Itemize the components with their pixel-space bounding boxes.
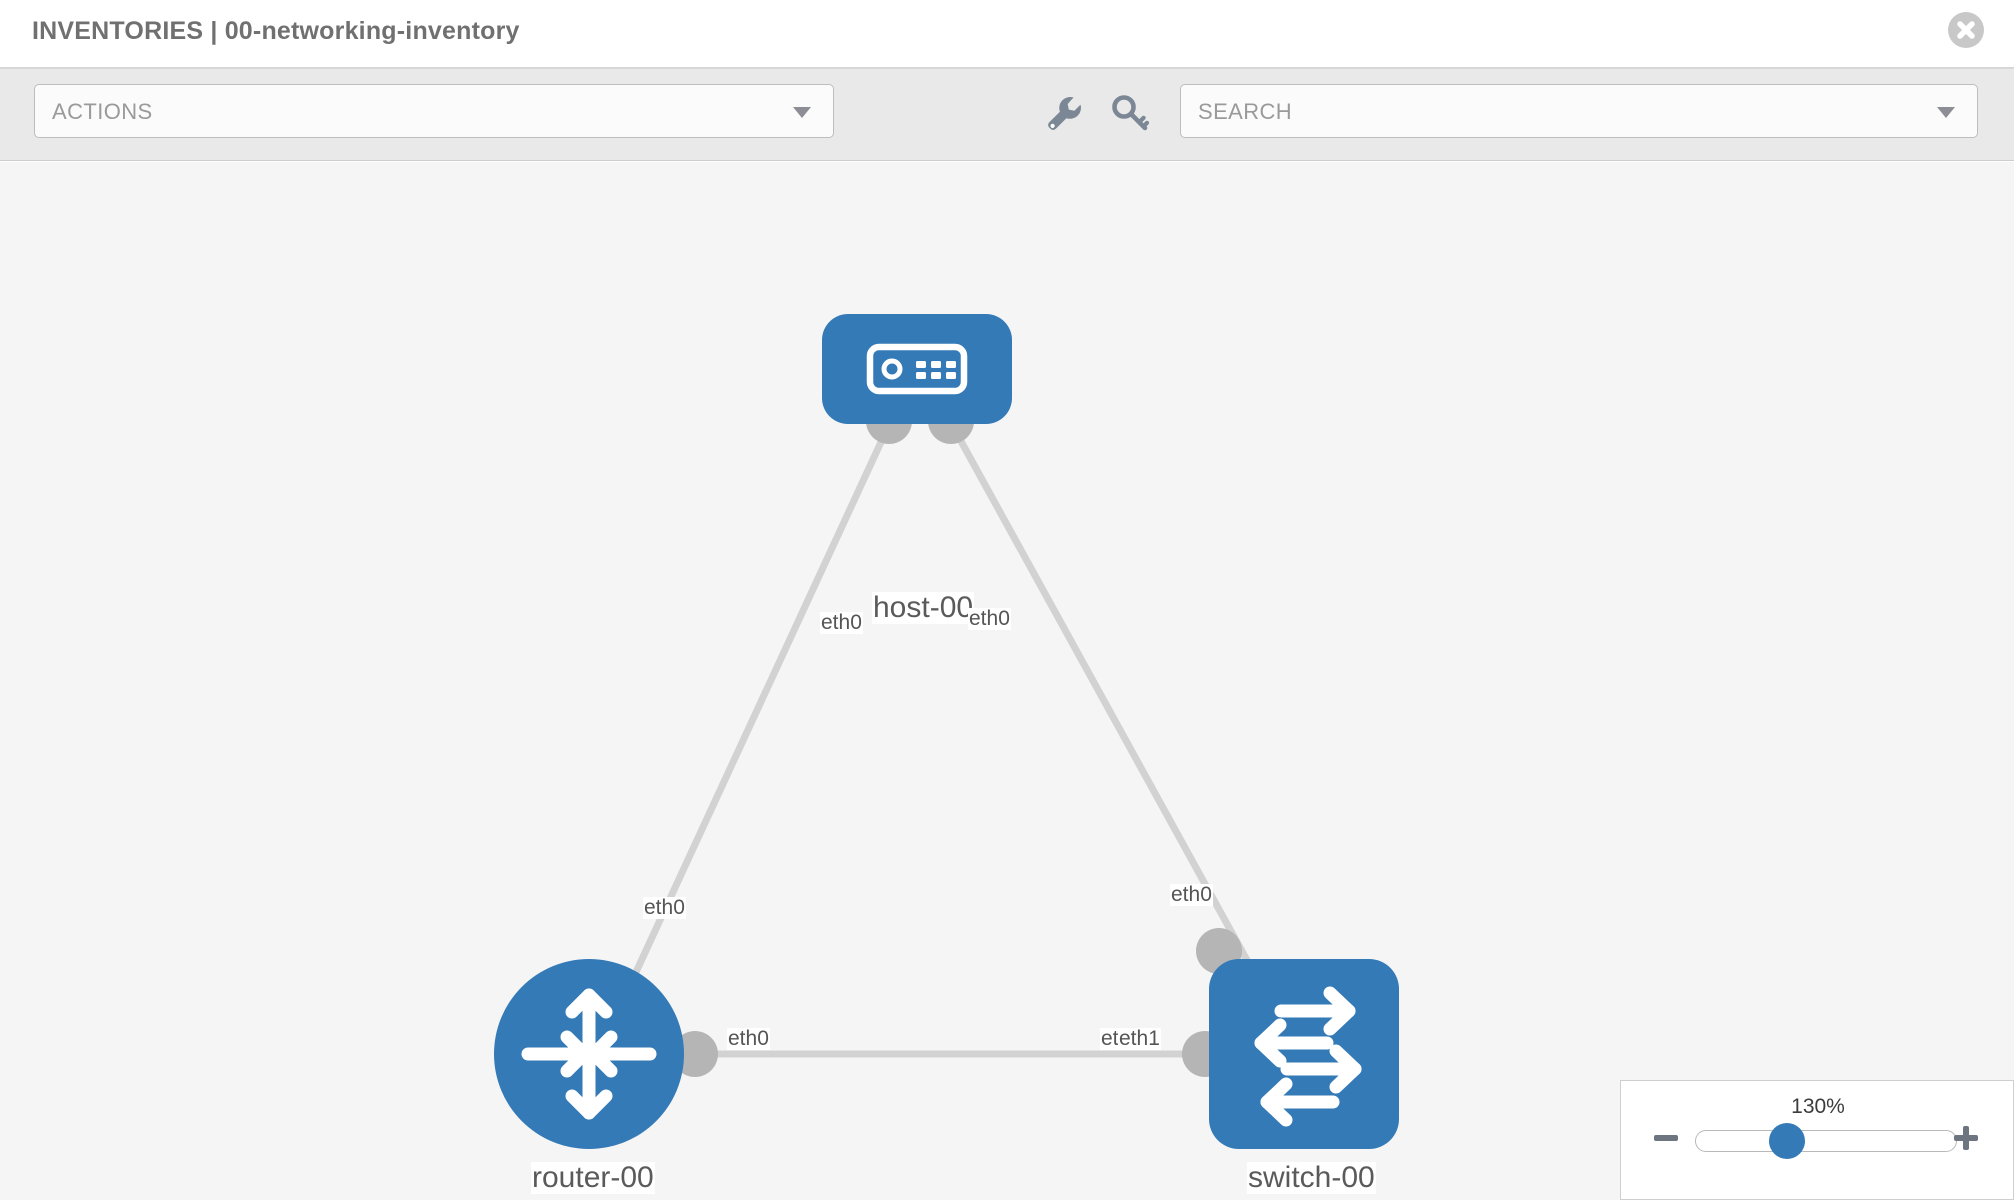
chevron-down-icon xyxy=(793,107,811,118)
node-label-host-00: host-00 xyxy=(872,591,975,624)
zoom-level-value: 130% xyxy=(1791,1095,1845,1118)
zoom-slider-thumb[interactable] xyxy=(1769,1123,1805,1159)
topology-canvas[interactable]: host-00 router-00 switch-00 eth0 eth0 et… xyxy=(0,162,2014,1200)
plus-icon[interactable] xyxy=(1951,1123,1981,1153)
actions-dropdown[interactable]: ACTIONS xyxy=(34,84,834,138)
interface-label-router-up: eth0 xyxy=(643,896,686,920)
interface-label-switch-up: eth0 xyxy=(1170,883,1213,907)
interface-label-host-right: eth0 xyxy=(968,607,1011,631)
search-placeholder: SEARCH xyxy=(1198,99,1293,124)
node-switch-00[interactable] xyxy=(1209,959,1399,1149)
interface-label-switch-left-b: eth1 xyxy=(1118,1027,1161,1051)
page-header: INVENTORIES | 00-networking-inventory xyxy=(0,0,2014,69)
search-input[interactable]: SEARCH xyxy=(1180,84,1978,138)
node-router-00[interactable] xyxy=(494,959,684,1149)
wrench-icon[interactable] xyxy=(1040,90,1086,136)
page-title: INVENTORIES | 00-networking-inventory xyxy=(32,17,520,45)
node-label-router-00: router-00 xyxy=(531,1161,655,1194)
node-host-00[interactable] xyxy=(822,314,1012,424)
zoom-control-panel: 130% xyxy=(1620,1080,2014,1200)
interface-label-router-right: eth0 xyxy=(727,1027,770,1051)
interface-label-host-left: eth0 xyxy=(820,611,863,635)
actions-dropdown-label: ACTIONS xyxy=(52,99,153,124)
topology-edges xyxy=(608,412,1252,1058)
key-icon[interactable] xyxy=(1108,90,1154,136)
chevron-down-icon[interactable] xyxy=(1937,107,1955,118)
node-label-switch-00: switch-00 xyxy=(1247,1161,1376,1194)
zoom-slider[interactable] xyxy=(1695,1130,1957,1152)
minus-icon[interactable] xyxy=(1651,1123,1681,1153)
close-icon[interactable] xyxy=(1948,12,1984,48)
